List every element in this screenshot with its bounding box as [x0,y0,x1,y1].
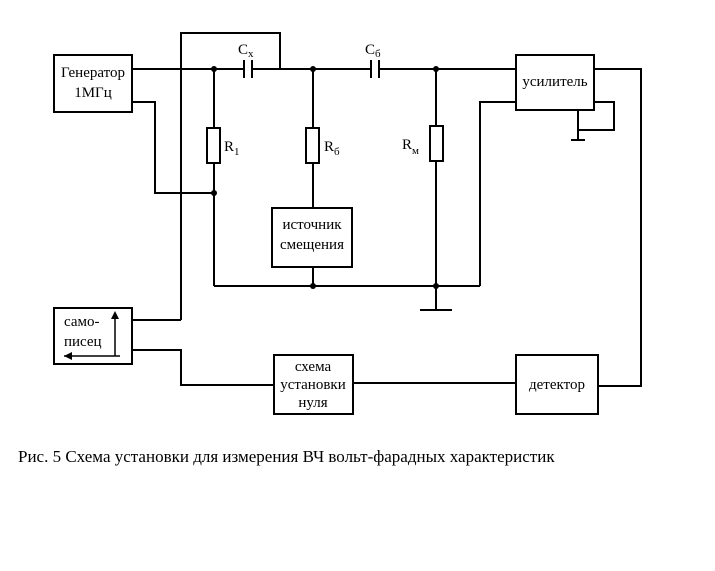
resistor-rb: Rб [305,127,340,164]
resistor-rm: Rм [402,125,444,162]
figure-caption: Рис. 5 Схема установки для измерения ВЧ … [18,447,555,466]
detector-label: детектор [529,377,585,393]
cx-label: Cx [238,42,254,60]
capacitor-cx: Cx [238,42,254,78]
generator-label-line2: 1МГц [74,85,112,101]
generator-block: Генератор 1МГц [53,54,133,113]
zero-circuit-label-line2: установки [280,377,345,393]
bias-source-label-line1: источник [282,217,342,233]
recorder-label-line2: писец [64,334,102,350]
recorder-axes-icon [64,311,120,360]
resistor-r1: R1 [206,127,240,164]
detector-block: детектор [515,354,599,415]
amplifier-label: усилитель [522,74,587,90]
bias-source-label-line2: смещения [280,237,344,253]
zero-circuit-block: схема установки нуля [273,354,354,415]
rm-label: Rм [402,137,419,157]
generator-label-line1: Генератор [61,65,125,81]
junction-dots [211,66,439,289]
amplifier-block: усилитель [515,54,595,111]
capacitor-cb: Cб [365,42,381,78]
recorder-label-line1: само- [64,314,100,330]
zero-circuit-label-line1: схема [295,359,332,375]
zero-circuit-label-line3: нуля [298,395,327,411]
recorder-block: само- писец [53,307,133,365]
rb-label: Rб [324,139,340,158]
bias-source-block: источник смещения [271,207,353,268]
r1-label: R1 [224,139,240,158]
cb-label: Cб [365,42,381,60]
